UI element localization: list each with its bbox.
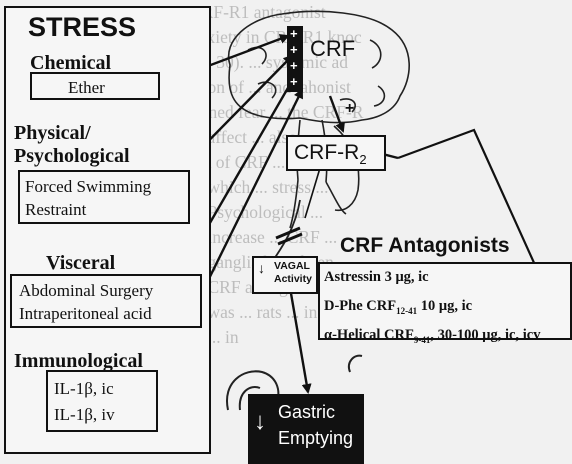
ether-item: Ether: [68, 77, 105, 98]
vagal-label: VAGAL: [274, 260, 310, 273]
chemical-label: Chemical: [30, 52, 111, 74]
il1b-ic-item: IL-1β, ic: [54, 378, 114, 399]
receptor-plus-sign: +: [345, 100, 354, 118]
antagonists-title: CRF Antagonists: [340, 234, 510, 258]
visceral-items-box: Abdominal Surgery Intraperitoneal acid: [10, 274, 202, 328]
antagonist-dphe-crf: D-Phe CRF12-41 10 μg, ic: [324, 294, 570, 323]
down-arrow-icon: ↓: [258, 262, 265, 275]
antagonists-box: Astressin 3 μg, ic D-Phe CRF12-41 10 μg,…: [318, 262, 572, 340]
crf-plus-column: + + + +: [287, 26, 303, 92]
antagonist-alpha-helical-crf: α-Helical CRF9-41, 30-100 μg, ic, icv: [324, 323, 570, 352]
crf-r2-label: CRF-R: [294, 141, 359, 164]
crf-plus-sign: +: [290, 42, 298, 57]
abdominal-surgery-item: Abdominal Surgery: [19, 280, 153, 301]
gastric-emptying-box: ↓ Gastric Emptying: [248, 394, 364, 464]
restraint-item: Restraint: [25, 199, 86, 220]
crf-label: CRF: [310, 36, 355, 62]
forced-swimming-item: Forced Swimming: [25, 176, 151, 197]
crf-r2-subscript: 2: [359, 152, 366, 167]
immunological-items-box: IL-1β, ic IL-1β, iv: [46, 370, 158, 432]
gastric-label: Gastric: [278, 402, 335, 423]
crf-r2-box: CRF-R2: [286, 135, 386, 171]
visceral-label: Visceral: [46, 252, 115, 274]
physical-items-box: Forced Swimming Restraint: [18, 170, 190, 224]
down-arrow-icon: ↓: [254, 408, 266, 436]
intraperitoneal-acid-item: Intraperitoneal acid: [19, 303, 152, 324]
arrow-crf-to-receptor: [330, 96, 343, 131]
crf-plus-sign: +: [290, 58, 298, 73]
emptying-label: Emptying: [278, 428, 353, 449]
arrow-receptor-to-vagal: [305, 168, 320, 218]
crf-plus-sign: +: [290, 26, 298, 41]
stress-title: STRESS: [28, 12, 136, 43]
physical-label: Physical/: [14, 122, 91, 144]
crf-plus-sign: +: [290, 74, 298, 89]
psychological-label: Psychological: [14, 145, 130, 167]
ether-box: Ether: [30, 72, 160, 100]
activity-label: Activity: [274, 273, 312, 286]
antagonist-astressin: Astressin 3 μg, ic: [324, 265, 570, 294]
vagal-activity-box: ↓ VAGAL Activity: [252, 256, 318, 294]
immunological-label: Immunological: [14, 350, 143, 372]
il1b-iv-item: IL-1β, iv: [54, 404, 115, 425]
